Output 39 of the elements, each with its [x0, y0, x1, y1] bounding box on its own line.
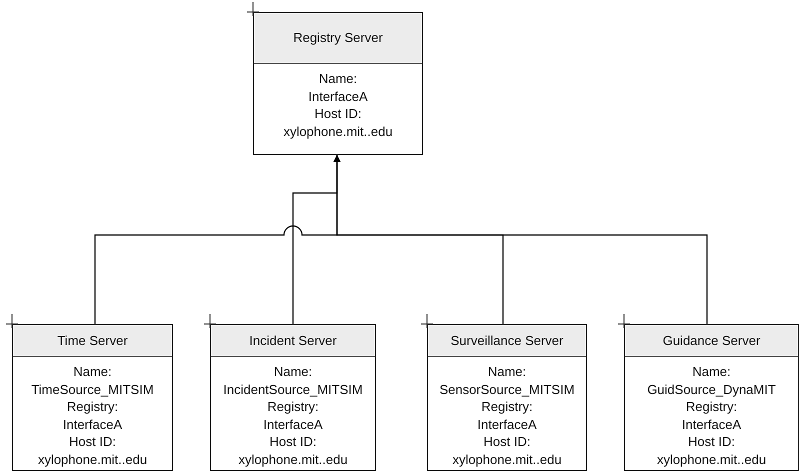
attribute-value: InterfaceA — [262, 416, 324, 433]
attribute-label: Host ID: — [268, 433, 318, 450]
attribute-label: Host ID: — [482, 433, 532, 450]
server-class-box — [253, 12, 423, 155]
attribute-label: Host ID: — [314, 105, 362, 122]
attribute-label: Host ID: — [68, 433, 117, 450]
attribute-label: Host ID: — [687, 433, 736, 450]
attribute-value: InterfaceA — [307, 88, 369, 105]
server-class-box — [624, 324, 799, 471]
class-name: Time Server — [57, 332, 128, 350]
attribute-value: GuidSource_DynaMIT — [646, 380, 777, 398]
attribute-value: xylophone.mit..edu — [237, 450, 349, 468]
attribute-label: Name: — [486, 363, 528, 380]
attribute-label: Registry: — [480, 398, 534, 416]
attribute-value: xylophone.mit..edu — [451, 450, 563, 468]
attribute-label: Registry: — [66, 398, 120, 416]
connector-arrow — [334, 155, 708, 324]
server-class-box — [12, 324, 173, 471]
attribute-value: SensorSource_MITSIM — [438, 380, 576, 398]
attribute-value: InterfaceA — [476, 416, 538, 433]
attribute-value: InterfaceA — [62, 416, 124, 433]
attribute-label: Registry: — [266, 398, 320, 416]
class-name: Incident Server — [249, 332, 337, 350]
attribute-value: TimeSource_MITSIM — [30, 380, 155, 398]
attribute-label: Registry: — [684, 398, 738, 416]
server-class-box — [427, 324, 587, 471]
attribute-label: Name: — [272, 363, 314, 380]
attribute-value: xylophone.mit..edu — [36, 450, 148, 468]
attribute-value: xylophone.mit..edu — [282, 122, 394, 140]
class-name: Guidance Server — [662, 332, 760, 350]
attribute-value: IncidentSource_MITSIM — [222, 380, 364, 398]
attribute-value: InterfaceA — [680, 416, 742, 433]
attribute-label: Name: — [691, 363, 732, 380]
attribute-label: Name: — [72, 363, 113, 380]
class-name: Surveillance Server — [450, 332, 564, 350]
class-name: Registry Server — [293, 29, 383, 47]
attribute-label: Name: — [318, 70, 358, 88]
server-class-box — [210, 324, 376, 471]
attribute-value: xylophone.mit..edu — [656, 450, 768, 468]
